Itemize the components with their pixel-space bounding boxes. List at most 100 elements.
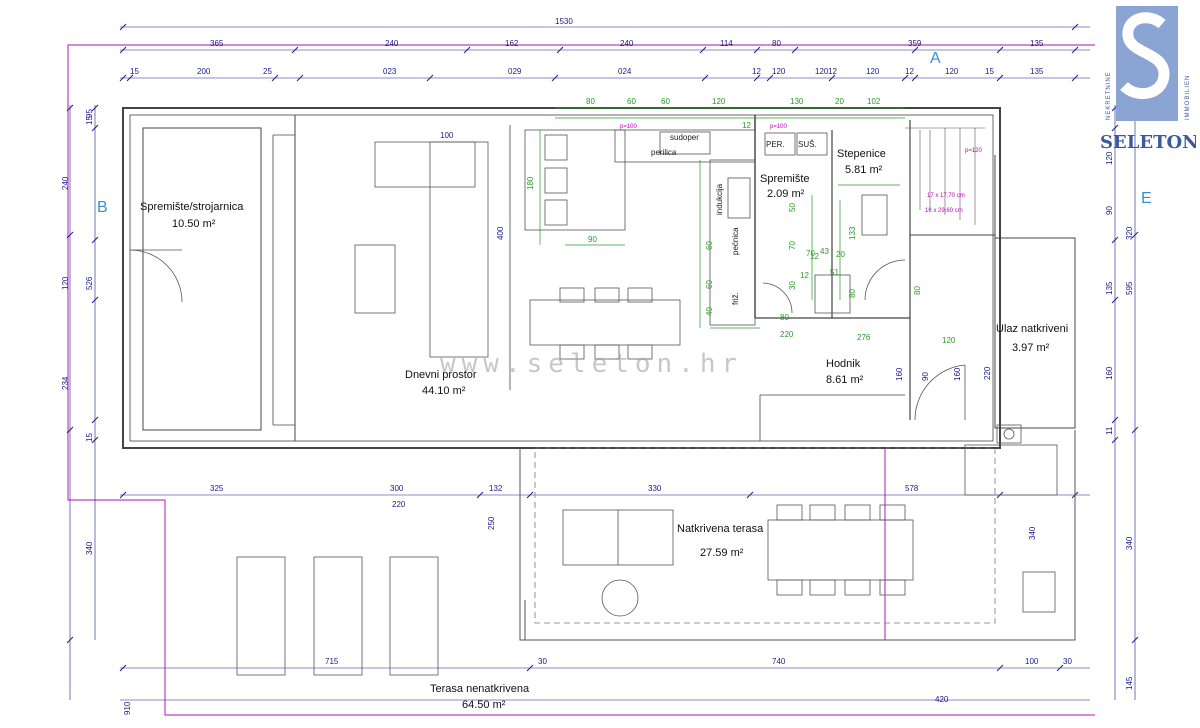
dim-middle: 220 — [392, 500, 406, 509]
dim-bottom-total: 420 — [935, 695, 949, 704]
dim-left: 240 — [61, 176, 70, 190]
dim-right: 160 — [1105, 366, 1114, 380]
room-living-area: 44.10 m² — [422, 385, 466, 397]
dimension-tick — [291, 46, 299, 54]
room-pantry-name: Spremište — [760, 173, 810, 185]
dim-top-row2: 15 — [985, 67, 994, 76]
room-labels: Spremište/strojarnica 10.50 m² Dnevni pr… — [140, 148, 1068, 711]
dim-kitchen-top: 20 — [835, 97, 844, 106]
dim-inner: 90 — [921, 372, 930, 381]
kitchen-dimensions — [539, 107, 905, 329]
dimension-tick — [119, 46, 127, 54]
dimension-tick — [91, 416, 99, 424]
dim-right: 11 — [1105, 426, 1114, 435]
dim-bottom: 100 — [1025, 657, 1039, 666]
dimension-tick — [1071, 23, 1079, 31]
dim-top-row2: 200 — [197, 67, 211, 76]
dimension-tick — [766, 74, 774, 82]
chair — [544, 199, 568, 226]
room-entry-area: 3.97 m² — [1012, 342, 1050, 354]
dimension-tick — [91, 296, 99, 304]
dim-middle: 132 — [489, 484, 503, 493]
dim-right: 145 — [1125, 676, 1134, 690]
chair — [627, 344, 653, 360]
top-dimensions — [69, 26, 1136, 701]
stair-treads — [905, 127, 985, 225]
dimension-tick — [296, 74, 304, 82]
dim-bottom: 740 — [772, 657, 786, 666]
dim-inner: 30 — [788, 281, 797, 290]
logo-side-right: IMMOBILIEN — [1185, 75, 1191, 120]
dim-inner: 43 — [820, 247, 829, 256]
dim-right: 595 — [1125, 281, 1134, 295]
fixture-oven: pećnica — [731, 227, 740, 255]
dimension-tick — [91, 236, 99, 244]
dimension-tick — [66, 104, 74, 112]
fixture-dry: SUŠ. — [798, 140, 817, 149]
dimension-tick — [996, 74, 1004, 82]
dim-top-row2: 15 — [130, 67, 139, 76]
chair — [776, 579, 803, 596]
dim-bottom: 30 — [1063, 657, 1072, 666]
dimension-tick — [119, 23, 127, 31]
chair — [544, 167, 568, 194]
dimension-tick — [66, 426, 74, 434]
dim-inner: 250 — [487, 516, 496, 530]
dim-inner: 180 — [526, 176, 535, 190]
dimension-tick — [1056, 664, 1064, 672]
dim-right: 340 — [1125, 536, 1134, 550]
fixture-washer: perilica — [651, 148, 677, 157]
dim-left: 15 — [85, 433, 94, 442]
dim-top-row2: 25 — [263, 67, 272, 76]
dimension-tick — [1111, 416, 1119, 424]
dimension-tick — [996, 664, 1004, 672]
room-open-terrace-area: 64.50 m² — [462, 699, 506, 711]
dimension-tick — [463, 46, 471, 54]
dim-inner: 90 — [588, 235, 597, 244]
dim-inner: 400 — [496, 226, 505, 240]
dim-left: 910 — [123, 701, 132, 715]
dimension-tick — [1111, 436, 1119, 444]
dim-inner: 80 — [848, 289, 857, 298]
dim-top-row1: 135 — [1030, 39, 1044, 48]
dim-left: 234 — [61, 376, 70, 390]
dim-inner: 80 — [780, 313, 789, 322]
dim-left: 95 — [85, 109, 94, 118]
room-storage-area: 10.50 m² — [172, 218, 216, 230]
dimension-tick — [1131, 231, 1139, 239]
dimension-tick — [1111, 296, 1119, 304]
axis-label-b: B — [97, 199, 108, 216]
dimension-tick — [1131, 636, 1139, 644]
dim-left: 15 — [85, 116, 94, 125]
dimension-tick — [828, 74, 836, 82]
dim-inner: 160 — [895, 367, 904, 381]
dim-kitchen-top: 80 — [586, 97, 595, 106]
dim-middle: 330 — [648, 484, 662, 493]
dimension-tick — [426, 74, 434, 82]
chair — [776, 504, 803, 521]
dim-kitchen-top: 60 — [661, 97, 670, 106]
dimension-tick — [126, 74, 134, 82]
dim-kitchen-top: 60 — [627, 97, 636, 106]
dim-top-row2: 024 — [618, 67, 632, 76]
dim-left: 526 — [85, 276, 94, 290]
dim-middle: 300 — [390, 484, 404, 493]
dim-top-row2: 120 — [866, 67, 880, 76]
dim-kitchen-top: 120 — [712, 97, 726, 106]
dim-inner: 340 — [1028, 526, 1037, 540]
dimension-tick — [753, 46, 761, 54]
dimension-tick — [1111, 236, 1119, 244]
dimension-tick — [66, 636, 74, 644]
dim-inner: 160 — [953, 367, 962, 381]
fixture-labels: perilica sudoper pećnica indukcija friž.… — [651, 133, 965, 305]
dim-inner: 220 — [780, 330, 794, 339]
dimension-tick — [526, 491, 534, 499]
dimension-tick — [91, 104, 99, 112]
dim-bottom: 30 — [538, 657, 547, 666]
dimension-tick — [746, 491, 754, 499]
dim-inner: 40 — [705, 307, 714, 316]
chair — [544, 134, 568, 161]
dim-left: 340 — [85, 541, 94, 555]
chair — [559, 344, 585, 360]
